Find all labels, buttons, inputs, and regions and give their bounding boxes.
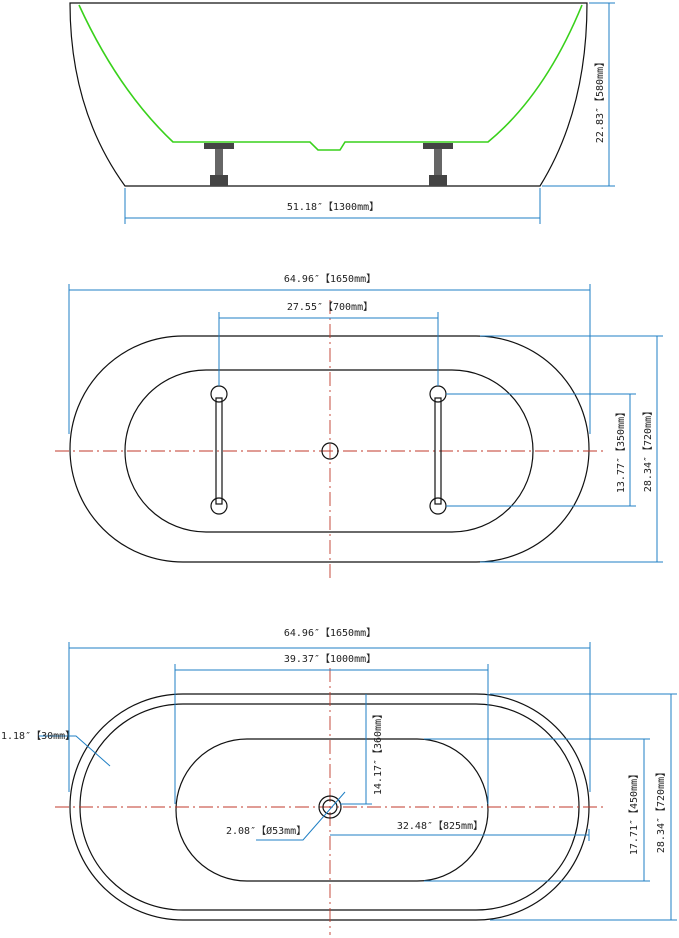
inner-basin-profile [78, 4, 583, 151]
bottom-overall-width-label: 28.34″【720mm】 [655, 767, 667, 853]
right-leg [423, 143, 453, 186]
top-overall-width-label: 28.34″【720mm】 [642, 406, 654, 492]
bottom-overall-width-dimension [490, 693, 677, 921]
handle-length-dimension [446, 393, 636, 507]
inner-width-dimension [424, 738, 650, 882]
drain-position-dimension [330, 829, 590, 841]
tub-inner-outline [124, 369, 534, 533]
drain-icon [321, 442, 339, 460]
height-label: 22.83″【580mm】 [594, 57, 606, 143]
drain-diameter-leader [256, 791, 346, 841]
tub-side-outline [69, 2, 588, 187]
tub-outer-outline [69, 335, 590, 563]
drain-offset-dimension [340, 694, 372, 805]
drain-diameter-label: 2.08″【Ø53mm】 [226, 825, 306, 837]
handle-length-label: 13.77″【350mm】 [615, 407, 627, 493]
drain-icon-2 [318, 795, 342, 819]
inner-length-dimension [174, 664, 489, 804]
handle-spacing-label: 27.55″【700mm】 [287, 301, 373, 313]
handle-spacing-dimension [218, 312, 439, 386]
tub-basin-outline [175, 738, 489, 882]
base-label: 51.18″【1300mm】 [287, 201, 379, 213]
top-overall-length-label: 64.96″【1650mm】 [284, 273, 376, 285]
bottom-overall-length-dimension [68, 642, 591, 792]
left-leg [204, 143, 234, 186]
bottom-overall-length-label: 64.96″【1650mm】 [284, 627, 376, 639]
top-overall-length-dimension [68, 284, 591, 434]
bottom-view: 64.96″【1650mm】 39.37″【1000mm】 1.18″【30mm… [1, 627, 677, 935]
side-view: 22.83″【580mm】 51.18″【1300mm】 [69, 2, 615, 224]
left-handle-icon [210, 385, 228, 515]
height-dimension [542, 2, 615, 187]
right-handle-icon [429, 385, 447, 515]
top-view: 64.96″【1650mm】 27.55″【700mm】 13.77″【350m… [55, 273, 663, 580]
rim-label: 1.18″【30mm】 [1, 730, 75, 742]
rim-leader [38, 735, 111, 767]
inner-width-label: 17.71″【450mm】 [628, 769, 640, 855]
top-overall-width-dimension [480, 335, 663, 563]
inner-length-label: 39.37″【1000mm】 [284, 653, 376, 665]
drain-position-label: 32.48″【825mm】 [397, 820, 483, 832]
drain-offset-label: 14.17″【360mm】 [372, 709, 384, 795]
base-dimension [124, 188, 541, 224]
